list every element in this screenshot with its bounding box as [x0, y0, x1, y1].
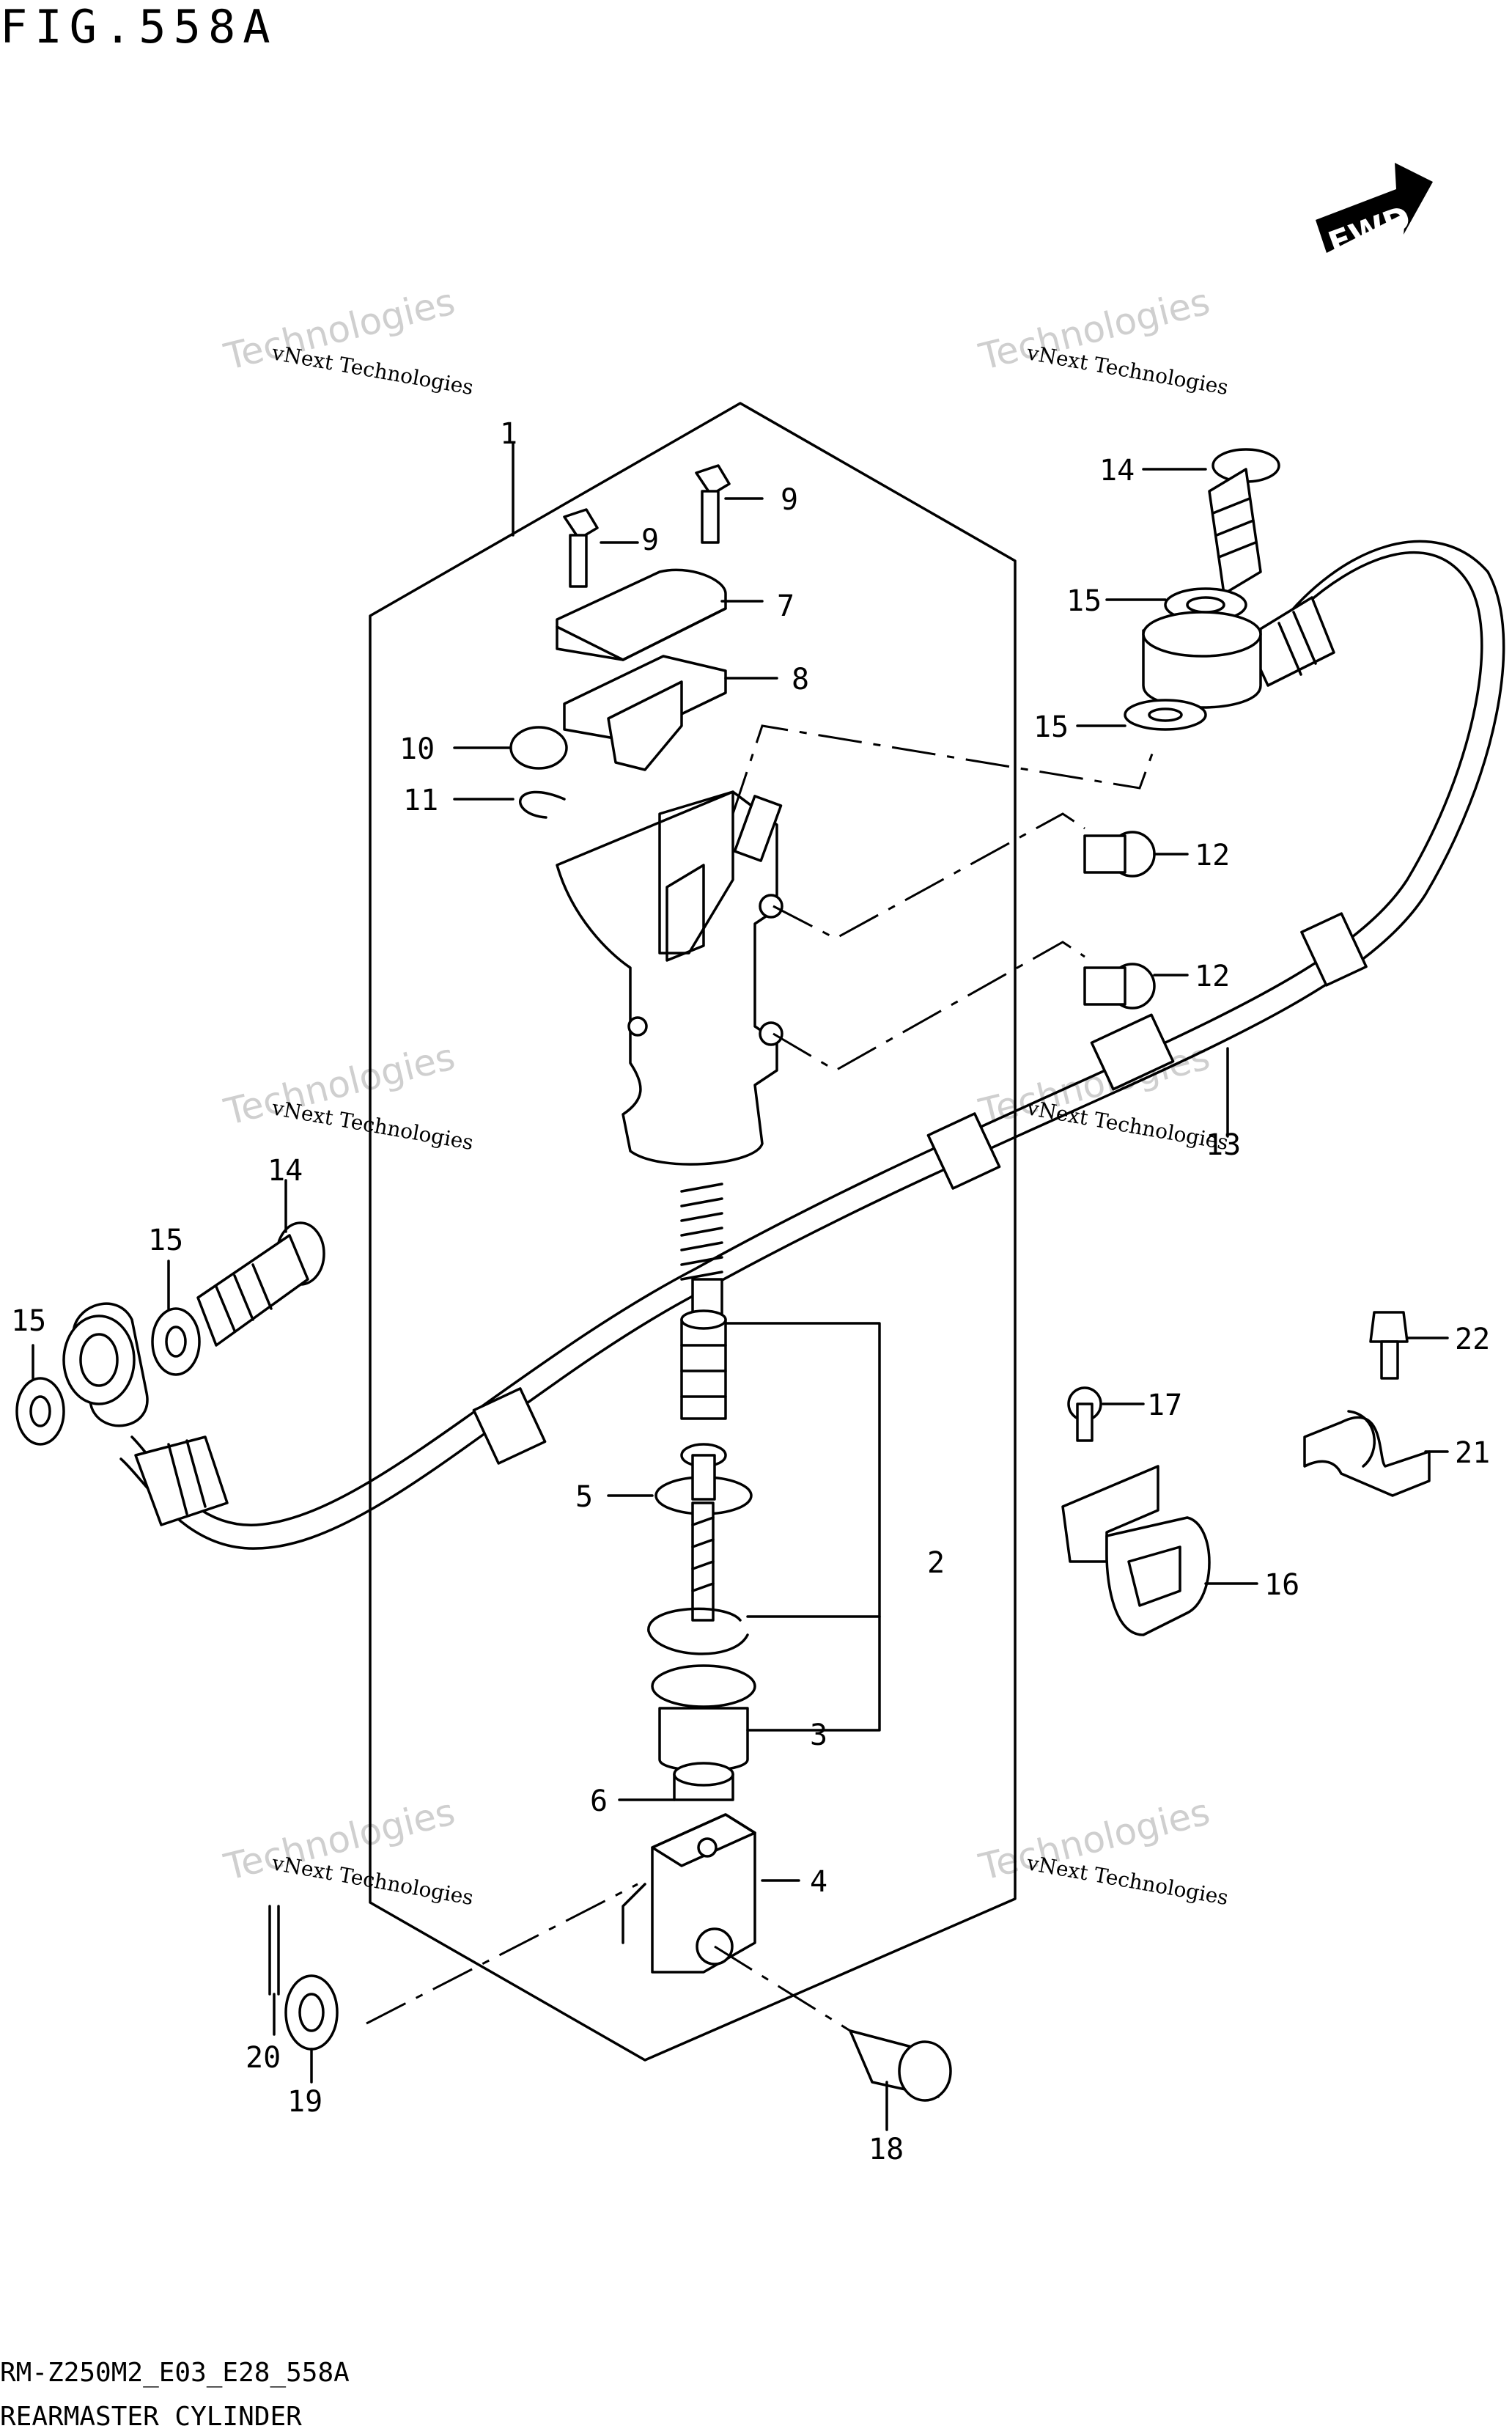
model-code: RM-Z250M2_E03_E28_558A: [0, 2358, 350, 2388]
hose-sleeve: [926, 1112, 1001, 1190]
callout-label: 14: [1099, 454, 1135, 488]
reservoir-cap-group: [509, 464, 731, 819]
callout-label: 8: [792, 663, 809, 696]
callout-label: 9: [781, 483, 798, 517]
clevis: [651, 1813, 756, 1974]
callout-label: 15: [1066, 584, 1102, 618]
hose-sleeve: [472, 1387, 547, 1465]
hose-guide: [1061, 1386, 1211, 1636]
callout-label: 12: [1195, 839, 1230, 872]
cotter-pin: [268, 1905, 280, 1996]
assembly-lines: [366, 724, 1156, 2032]
upper-banjo-fitting: [1124, 448, 1280, 731]
master-cylinder-body: [556, 790, 783, 1166]
watermark-small: vNext Technologies: [1025, 1095, 1231, 1155]
assembly-outline: [369, 402, 1017, 2062]
callout-label: 19: [287, 2085, 322, 2119]
leader-lines: [32, 442, 1449, 2131]
callout-label: 6: [590, 1784, 608, 1818]
callout-label: 10: [399, 732, 435, 766]
callout-label: 11: [403, 784, 438, 817]
callout-label: 14: [268, 1154, 303, 1188]
brake-hose: [119, 540, 1505, 1550]
callout-label: 2: [927, 1546, 945, 1580]
callout-label: 5: [575, 1480, 593, 1514]
callout-label: 9: [641, 523, 659, 557]
callout-label: 16: [1264, 1568, 1299, 1602]
hose-sleeve: [1090, 1013, 1175, 1091]
callout-label: 4: [810, 1865, 827, 1899]
callout-label: 3: [810, 1718, 827, 1752]
callout-label: 13: [1206, 1128, 1241, 1162]
callout-label: 18: [869, 2133, 904, 2166]
callout-label: 15: [1033, 710, 1069, 744]
watermark-small: vNext Technologies: [270, 1850, 476, 1910]
piston-kit: [647, 1183, 756, 1801]
hose-clamp: [1303, 1311, 1431, 1497]
fwd-arrow-icon: FWD: [1316, 163, 1433, 263]
watermark-small: vNext Technologies: [1025, 1850, 1231, 1910]
washer: [284, 1974, 339, 2051]
callout-label: 21: [1455, 1436, 1490, 1470]
hose-sleeve: [1300, 912, 1368, 987]
lower-banjo-fitting: [15, 1221, 325, 1446]
figure-name: REARMASTER CYLINDER: [0, 2402, 302, 2432]
callout-label: 7: [777, 589, 794, 623]
callout-labels: 1 2 3 4 5 6 7 8 9 9 10 11 12 12 13 14 14…: [11, 417, 1490, 2166]
callout-label: 17: [1147, 1389, 1182, 1422]
callout-label: 12: [1195, 960, 1230, 993]
watermark-small: vNext Technologies: [1025, 340, 1231, 400]
figure-title: FIG.558A: [0, 0, 278, 54]
watermark-small: vNext Technologies: [270, 340, 476, 400]
callout-label: 15: [148, 1224, 183, 1257]
callout-label: 1: [500, 417, 517, 451]
callout-label: 15: [11, 1304, 46, 1338]
callout-label: 22: [1455, 1323, 1490, 1356]
clevis-pin: [849, 2029, 952, 2102]
callout-label: 20: [246, 2041, 281, 2075]
mounting-bolts: [1083, 831, 1156, 1010]
watermark-small: vNext Technologies: [270, 1095, 476, 1155]
